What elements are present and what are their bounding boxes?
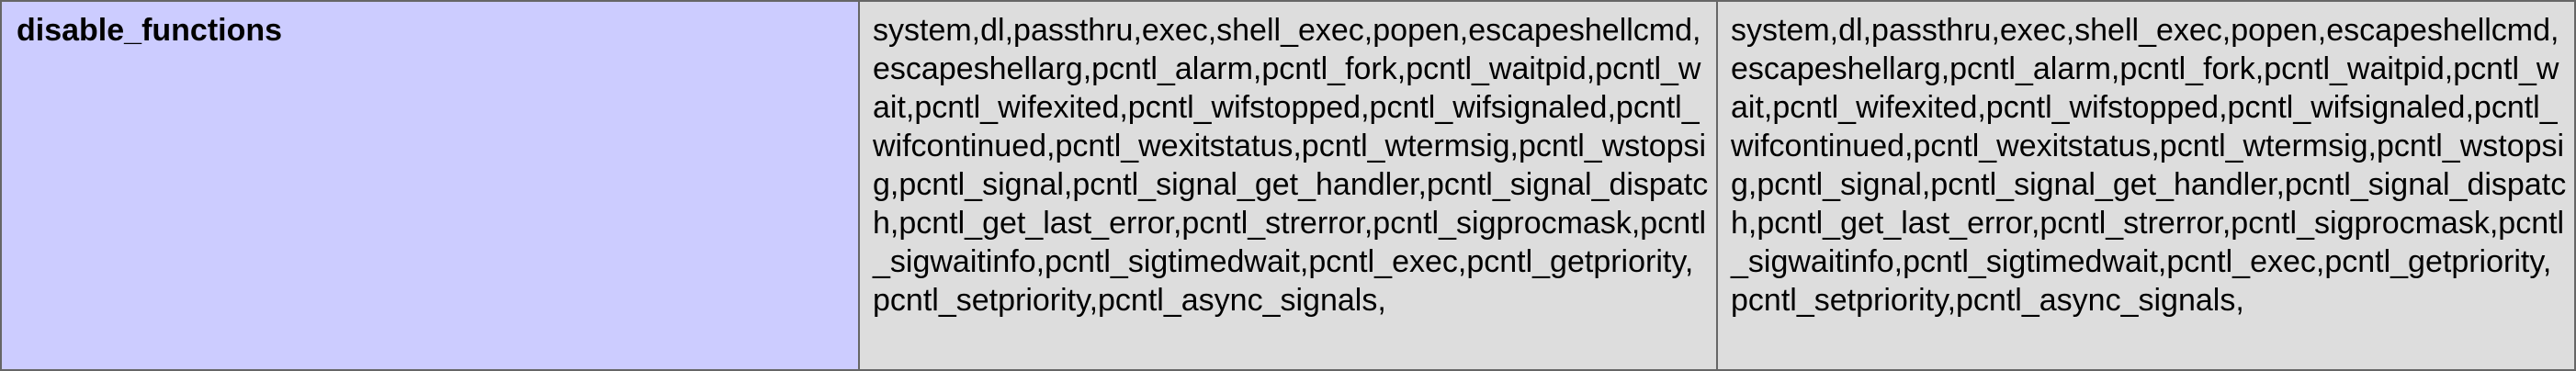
local-value: system,dl,passthru,exec,shell_exec,popen… [858, 0, 1718, 371]
master-value: system,dl,passthru,exec,shell_exec,popen… [1716, 0, 2576, 371]
directive-name: disable_functions [0, 0, 860, 371]
